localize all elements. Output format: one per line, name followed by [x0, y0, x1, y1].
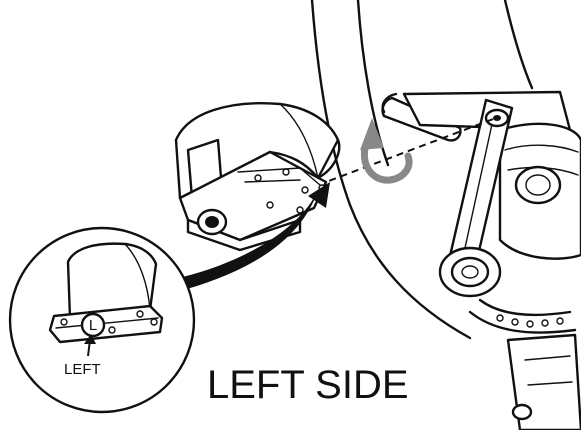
side-caption: LEFT SIDE	[207, 363, 409, 407]
counterclockwise-rotate-icon	[360, 118, 413, 184]
pedal-main	[174, 102, 341, 252]
pedal-marking-text: L	[89, 317, 97, 334]
detail-inset: L LEFT	[8, 226, 196, 414]
inset-left-label: LEFT	[64, 361, 101, 378]
alignment-dashed-line	[317, 117, 497, 186]
crank-assembly	[438, 98, 581, 430]
